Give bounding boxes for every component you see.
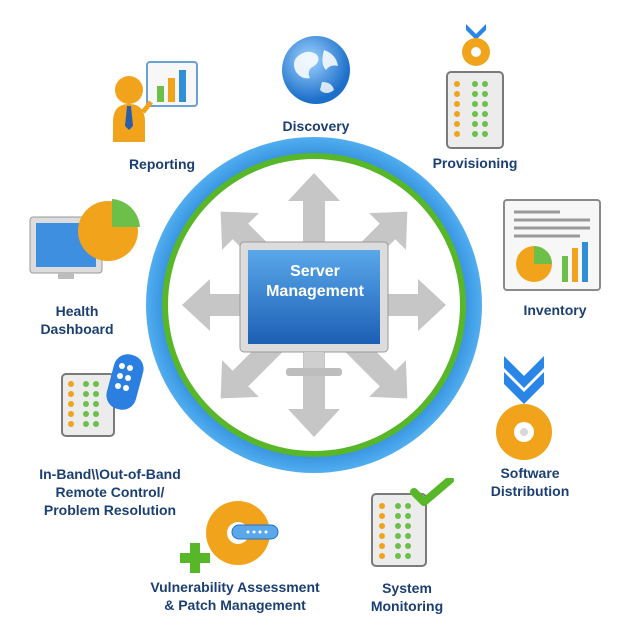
label-inventory: Inventory xyxy=(523,302,587,318)
center-monitor-icon xyxy=(239,241,389,376)
label-health-dashboard: Health Dashboard xyxy=(17,302,137,338)
checkmark-icon xyxy=(410,478,454,506)
label-provisioning: Provisioning xyxy=(432,155,518,171)
label-health-line2: Dashboard xyxy=(40,321,114,337)
presenter-chart-icon xyxy=(113,61,198,142)
label-vuln-line1: Vulnerability Assessment xyxy=(150,579,320,595)
center-title-line1: Server xyxy=(290,263,340,280)
center-title-line2: Management xyxy=(266,283,364,300)
remote-control-icon xyxy=(61,354,144,437)
label-software-line1: Software xyxy=(500,465,560,481)
label-remote-line3: Problem Resolution xyxy=(43,502,177,518)
report-chart-icon xyxy=(503,199,601,291)
label-remote-line1: In-Band\\Out-of-Band xyxy=(39,466,181,482)
label-software-distribution: Software Distribution xyxy=(470,464,590,500)
monitor-pie-icon xyxy=(29,199,140,279)
globe-icon xyxy=(282,36,350,104)
label-system-line2: Monitoring xyxy=(370,598,444,614)
server-rack-icon xyxy=(371,478,454,567)
label-system-line1: System xyxy=(382,580,432,596)
label-reporting: Reporting xyxy=(128,156,196,172)
label-discovery: Discovery xyxy=(282,118,350,134)
label-remote-control: In-Band\\Out-of-Band Remote Control/ Pro… xyxy=(10,465,210,519)
cd-download-icon xyxy=(462,24,490,66)
label-remote-line2: Remote Control/ xyxy=(55,484,165,500)
download-arrow-icon xyxy=(504,356,544,404)
cd-icon xyxy=(496,356,552,460)
label-system-monitoring: System Monitoring xyxy=(352,579,462,615)
label-vulnerability: Vulnerability Assessment & Patch Managem… xyxy=(125,578,345,614)
label-software-line2: Distribution xyxy=(490,483,570,499)
server-rack-icon xyxy=(446,71,504,149)
label-vuln-line2: & Patch Management xyxy=(164,597,306,613)
center-title: Server Management xyxy=(250,262,380,302)
cd-patch-icon xyxy=(180,501,279,573)
label-health-line1: Health xyxy=(55,303,99,319)
